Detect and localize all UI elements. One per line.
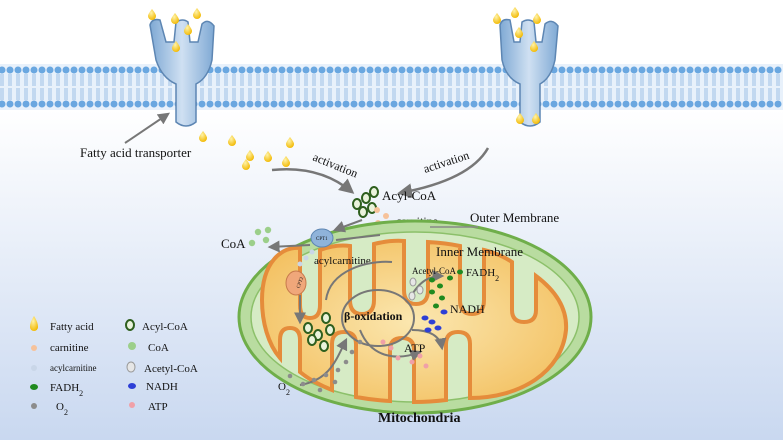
legend-fatty-acid-icon <box>30 316 38 331</box>
fadh2-label: FADH2 <box>466 267 499 283</box>
fatty-acid-molecules <box>148 7 541 170</box>
acyl-to-cpt1-arrow <box>332 219 363 233</box>
legend-carnitine-label: carnitine <box>50 342 89 354</box>
beta-cycle-top <box>325 260 393 301</box>
acetyl-coa-label: Acetyl-CoA <box>412 266 456 276</box>
atp-label: ATP <box>404 341 426 355</box>
fadh2-dots <box>429 269 463 309</box>
legend-fadh2-label: FADH2 <box>50 382 83 398</box>
cpt1-enzyme: CPT1 <box>310 228 334 248</box>
legend-acyl-coa-label: Acyl-CoA <box>142 321 188 333</box>
legend-fadh2-icon <box>30 384 38 390</box>
inner-membrane-label: Inner Membrane <box>436 244 523 259</box>
mitochondria-title: Mitochondria <box>378 411 460 426</box>
legend-atp-label: ATP <box>148 401 168 413</box>
matrix-acyl-coa <box>303 312 335 352</box>
legend-acylcarnitine-icon <box>31 365 37 371</box>
carnitine-to-cpt1-line <box>335 234 381 241</box>
activation-arrow-right <box>397 147 490 199</box>
transporter-pointer <box>124 112 170 144</box>
legend: Fatty acid Acyl-CoA carnitine CoA acylca… <box>30 316 198 417</box>
legend-coa-label: CoA <box>148 342 169 354</box>
cpt2-label: CPT2 <box>297 276 306 289</box>
legend-o2-icon <box>31 403 37 409</box>
legend-nadh-label: NADH <box>146 381 178 393</box>
to-atp-arrow <box>411 329 447 351</box>
o2-label: O2 <box>278 381 290 397</box>
legend-atp-icon <box>129 402 135 408</box>
mitochondrion <box>237 219 593 415</box>
legend-nadh-icon <box>128 383 136 389</box>
cpt2-enzyme: CPT2 <box>285 270 307 296</box>
cpt1-to-coa-arrow <box>267 240 311 253</box>
coa-dots <box>248 226 272 247</box>
legend-acetyl-coa-label: Acetyl-CoA <box>144 363 198 375</box>
acyl-coa-label: Acyl-CoA <box>382 188 437 203</box>
legend-fatty-acid-label: Fatty acid <box>50 321 94 333</box>
legend-o2-label: O2 <box>56 401 68 417</box>
fatty-acid-transporter-label: Fatty acid transporter <box>80 145 192 160</box>
activation-arrow-left <box>271 168 355 194</box>
beta-oxidation-cycle <box>341 289 415 347</box>
legend-acyl-coa-icon <box>125 319 135 331</box>
acetyl-coa-dots <box>408 277 424 301</box>
cpt1-label: CPT1 <box>316 237 328 242</box>
legend-acetyl-coa-icon <box>126 361 136 373</box>
legend-carnitine-icon <box>31 345 37 351</box>
fatty-acid-transporter-left <box>149 18 215 127</box>
beta-cycle-bottom <box>359 329 423 362</box>
beta-oxidation-label: β-oxidation <box>344 309 403 323</box>
legend-acylcarnitine-label: acylcarnitine <box>50 363 96 373</box>
legend-coa-icon <box>128 342 136 350</box>
o2-dots <box>287 339 363 393</box>
atp-dots <box>380 339 429 369</box>
o2-arrow <box>299 337 348 386</box>
outer-membrane-label: Outer Membrane <box>470 210 559 225</box>
nadh-dots <box>421 309 448 333</box>
acylcarnitine-label: acylcarnitine <box>314 255 371 267</box>
nadh-label: NADH <box>450 302 485 316</box>
cell-membrane <box>0 64 783 110</box>
coa-label: CoA <box>221 236 246 251</box>
acylcarnitine-dots <box>297 249 315 267</box>
fatty-acid-transporter-right <box>499 18 559 127</box>
